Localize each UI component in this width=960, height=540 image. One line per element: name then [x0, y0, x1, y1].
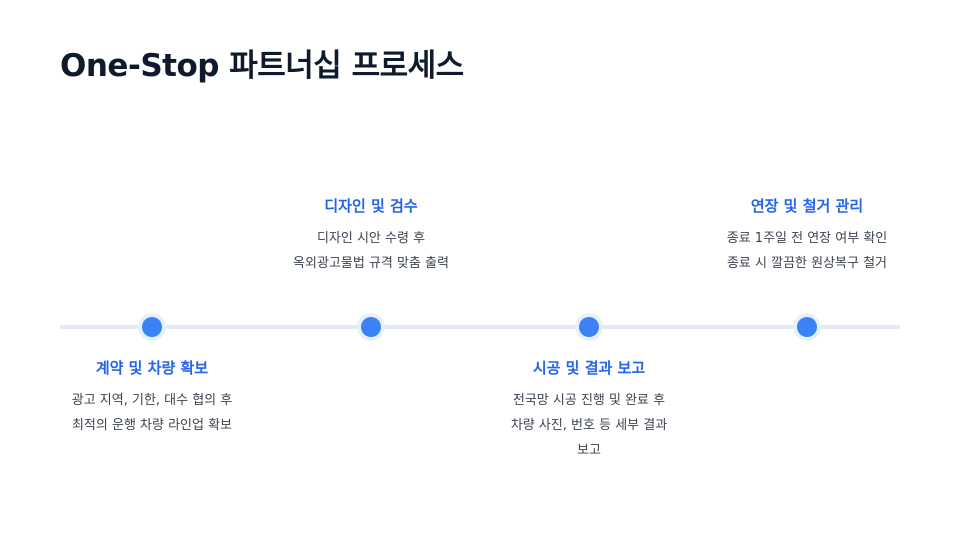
step-desc-line: 전국망 시공 진행 및 완료 후 — [512, 393, 666, 408]
process-step-2: 디자인 및 검수 디자인 시안 수령 후 옥외광고물법 규격 맞춤 출력 — [251, 195, 491, 276]
step-description: 광고 지역, 기한, 대수 협의 후 최적의 운행 차량 라인업 확보 — [32, 388, 272, 438]
step-desc-line: 종료 1주일 전 연장 여부 확인 — [726, 231, 888, 246]
step-desc-line: 차량 사진, 번호 등 세부 결과 — [510, 418, 668, 433]
step-desc-line: 보고 — [577, 443, 601, 458]
timeline-dot-2 — [361, 317, 381, 337]
timeline-dot-4 — [797, 317, 817, 337]
step-title: 연장 및 철거 관리 — [750, 197, 864, 215]
step-title: 계약 및 차량 확보 — [95, 359, 209, 377]
step-desc-line: 최적의 운행 차량 라인업 확보 — [71, 418, 233, 433]
step-description: 디자인 시안 수령 후 옥외광고물법 규격 맞춤 출력 — [251, 226, 491, 276]
timeline-dot-1 — [142, 317, 162, 337]
step-desc-line: 옥외광고물법 규격 맞춤 출력 — [293, 256, 449, 271]
step-title: 디자인 및 검수 — [324, 197, 418, 215]
process-step-1: 계약 및 차량 확보 광고 지역, 기한, 대수 협의 후 최적의 운행 차량 … — [32, 357, 272, 438]
step-desc-line: 종료 시 깔끔한 원상복구 철거 — [726, 256, 888, 271]
step-desc-line: 광고 지역, 기한, 대수 협의 후 — [71, 393, 233, 408]
process-step-3: 시공 및 결과 보고 전국망 시공 진행 및 완료 후 차량 사진, 번호 등 … — [469, 357, 709, 463]
timeline-line — [60, 325, 900, 329]
step-description: 종료 1주일 전 연장 여부 확인 종료 시 깔끔한 원상복구 철거 — [687, 226, 927, 276]
step-description: 전국망 시공 진행 및 완료 후 차량 사진, 번호 등 세부 결과 보고 — [469, 388, 709, 463]
step-title: 시공 및 결과 보고 — [532, 359, 646, 377]
timeline-dot-3 — [579, 317, 599, 337]
process-step-4: 연장 및 철거 관리 종료 1주일 전 연장 여부 확인 종료 시 깔끔한 원상… — [687, 195, 927, 276]
step-desc-line: 디자인 시안 수령 후 — [316, 231, 426, 246]
page-title: One-Stop 파트너십 프로세스 — [60, 48, 464, 84]
